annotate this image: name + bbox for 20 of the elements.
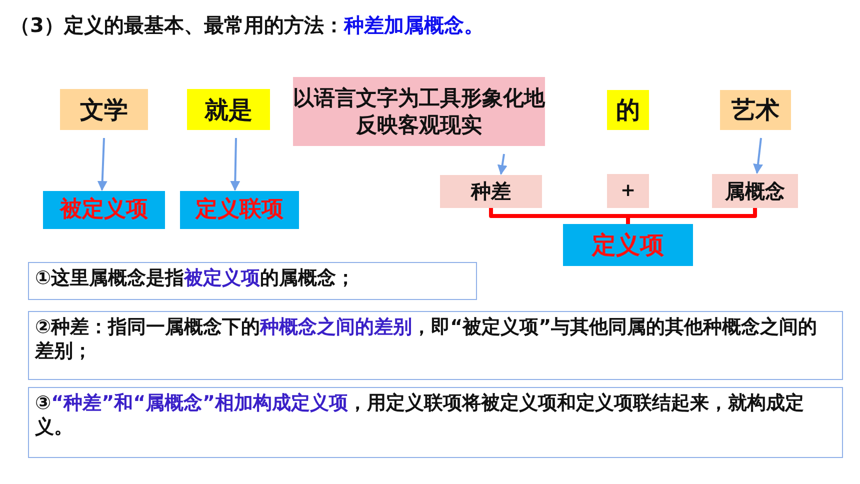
term-box: 就是: [187, 89, 270, 130]
term-box: 文学: [60, 89, 148, 130]
term-box: 定义项: [563, 224, 693, 266]
term-box: 属概念: [712, 174, 798, 208]
term-box: 以语言文字为工具形象化地反映客观现实: [293, 77, 545, 146]
plus-box: +: [607, 174, 649, 208]
term-box: 艺术: [720, 90, 791, 130]
term-box: 的: [607, 90, 649, 130]
term-box: 定义联项: [180, 191, 299, 229]
heading: （3）定义的最基本、最常用的方法：种差加属概念。: [10, 12, 484, 39]
note-box: ①这里属概念是指被定义项的属概念；: [28, 262, 477, 300]
note-box: ③“种差”和“属概念”相加构成定义项，用定义联项将被定义项和定义项联结起来，就构成定义。: [28, 387, 843, 458]
note-box: ②种差：指同一属概念下的种概念之间的差别，即“被定义项”与其他同属的其他种概念之间的差别；: [28, 311, 843, 380]
bracket-line: [626, 208, 757, 224]
arrow: [753, 138, 763, 174]
arrow: [230, 138, 240, 191]
arrow: [497, 154, 508, 175]
arrow: [97, 138, 108, 191]
term-box: 被定义项: [43, 191, 165, 229]
term-box: 种差: [440, 175, 542, 208]
